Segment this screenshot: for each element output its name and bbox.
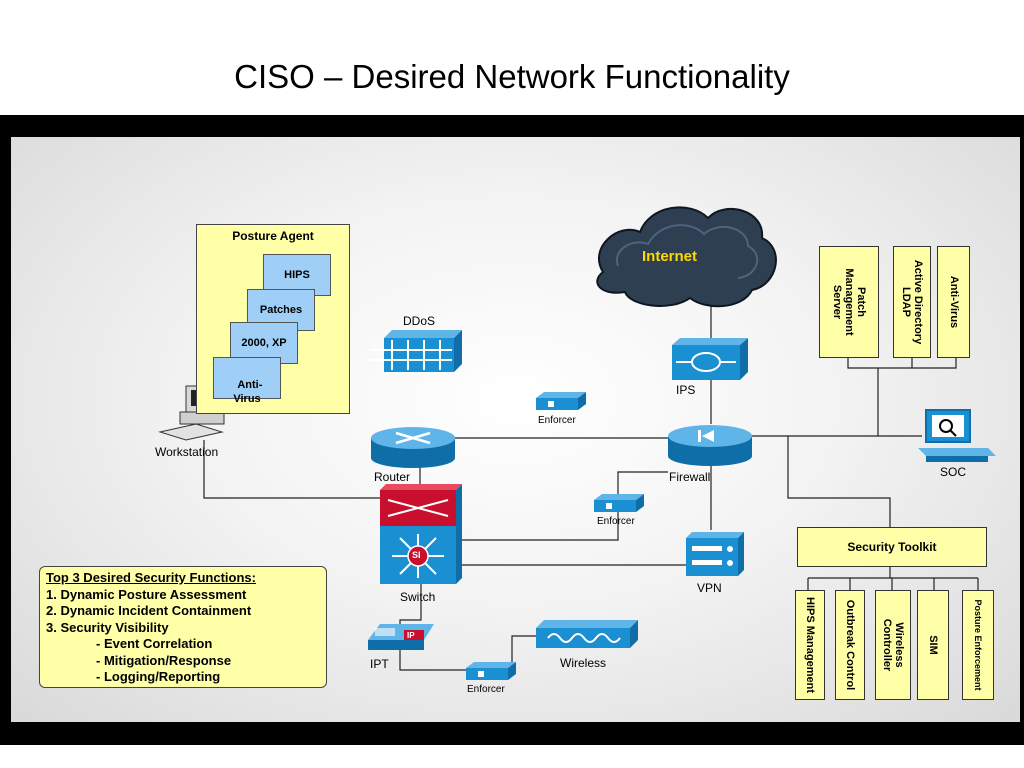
ips-label: IPS bbox=[676, 383, 696, 397]
soc-computer bbox=[918, 409, 996, 462]
toolkit-posture-enforcement-label: Posture Enforcement bbox=[973, 599, 983, 691]
switch-label: Switch bbox=[400, 590, 436, 604]
security-toolkit-box: Security Toolkit bbox=[797, 527, 987, 567]
toolkit-sim-label: SIM bbox=[927, 635, 939, 655]
ipt-label: IPT bbox=[370, 657, 389, 671]
enforcer-device-2 bbox=[594, 494, 644, 512]
toolkit-wireless-controller: Wireless Controller bbox=[875, 590, 911, 700]
router-device bbox=[371, 427, 455, 468]
slide-title: CISO – Desired Network Functionality bbox=[234, 58, 790, 95]
wireless-label: Wireless bbox=[560, 656, 607, 670]
firewall-label: Firewall bbox=[669, 470, 711, 484]
server-active-directory-label: Active Directory LDAP bbox=[900, 259, 924, 345]
ipt-badge: IP bbox=[407, 631, 415, 640]
server-active-directory: Active Directory LDAP bbox=[893, 246, 931, 358]
switch-device bbox=[380, 484, 462, 584]
internet-cloud bbox=[596, 206, 777, 308]
link-workstation-switch bbox=[203, 440, 380, 499]
security-function-3: 3. Security Visibility bbox=[46, 619, 169, 635]
wireless-device bbox=[536, 620, 638, 648]
link-enforcer-wireless bbox=[511, 635, 540, 670]
ips-device bbox=[672, 338, 748, 380]
toolkit-hips-management: HIPS Management bbox=[795, 590, 825, 700]
soc-label: SOC bbox=[940, 465, 967, 479]
security-subfunction-2: - Mitigation/Response bbox=[96, 652, 232, 668]
posture-agent-title: Posture Agent bbox=[232, 229, 314, 243]
security-functions-box: Top 3 Desired Security Functions: 1. Dyn… bbox=[39, 566, 327, 688]
link-firewall-toolkit bbox=[787, 436, 891, 527]
toolkit-wireless-controller-label: Wireless Controller bbox=[881, 618, 905, 672]
switch-badge: SI bbox=[412, 550, 421, 560]
security-function-1: 1. Dynamic Posture Assessment bbox=[46, 586, 247, 602]
security-toolkit-label: Security Toolkit bbox=[847, 540, 937, 554]
vpn-device bbox=[686, 532, 744, 576]
enforcer-device-1 bbox=[536, 392, 586, 410]
enforcer-label-2: Enforcer bbox=[597, 516, 635, 527]
security-functions-heading: Top 3 Desired Security Functions: bbox=[46, 570, 256, 585]
server-patch-management: Patch Management Server bbox=[819, 246, 879, 358]
security-function-2: 2. Dynamic Incident Containment bbox=[46, 603, 252, 618]
workstation-label: Workstation bbox=[155, 445, 219, 459]
security-subfunction-1: - Event Correlation bbox=[96, 636, 213, 651]
server-anti-virus: Anti-Virus bbox=[937, 246, 970, 358]
enforcer-device-3 bbox=[466, 662, 516, 680]
router-label: Router bbox=[374, 470, 411, 484]
toolkit-sim: SIM bbox=[917, 590, 949, 700]
server-patch-management-label: Patch Management Server bbox=[831, 268, 867, 336]
ddos-label: DDoS bbox=[403, 314, 436, 328]
toolkit-posture-enforcement: Posture Enforcement bbox=[962, 590, 994, 700]
link-servers bbox=[847, 358, 957, 369]
security-subfunction-3: - Logging/Reporting bbox=[96, 669, 221, 684]
ddos-device bbox=[370, 330, 462, 372]
toolkit-outbreak-control-label: Outbreak Control bbox=[844, 599, 856, 691]
internet-label: Internet bbox=[642, 248, 698, 265]
enforcer-label-1: Enforcer bbox=[538, 415, 576, 426]
link-ipt-enforcer bbox=[399, 650, 468, 671]
enforcer-label-3: Enforcer bbox=[467, 684, 505, 695]
firewall-device bbox=[668, 425, 752, 466]
toolkit-outbreak-control: Outbreak Control bbox=[835, 590, 865, 700]
server-anti-virus-label: Anti-Virus bbox=[947, 275, 960, 329]
posture-item-antivirus: Anti- Virus bbox=[213, 357, 281, 405]
toolkit-hips-management-label: HIPS Management bbox=[804, 597, 816, 693]
vpn-label: VPN bbox=[697, 581, 722, 595]
ipt-phone bbox=[368, 624, 434, 650]
